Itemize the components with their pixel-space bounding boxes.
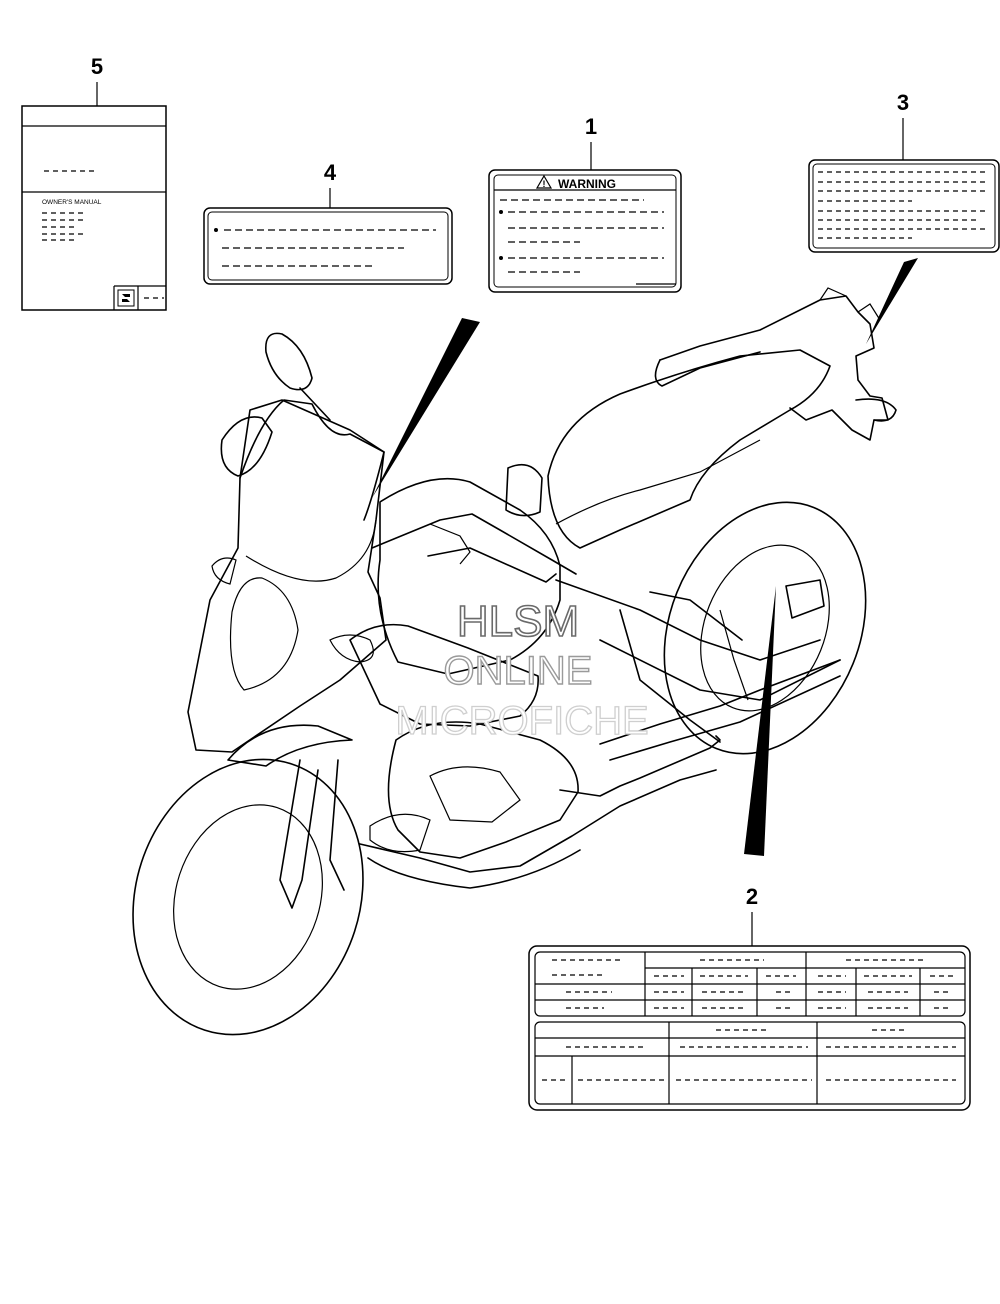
watermark-line-2: ONLINE xyxy=(444,649,593,693)
part-3-label[interactable]: 3 xyxy=(808,90,1000,253)
warning-title: WARNING xyxy=(558,177,616,191)
part-1-warning-label[interactable]: 1 ! WARNING xyxy=(488,114,682,293)
pointer-wedge-2 xyxy=(744,586,776,856)
callout-1: 1 xyxy=(585,114,597,139)
suzuki-s-logo-icon xyxy=(117,289,135,307)
watermark: HLSM ONLINE MICROFICHE xyxy=(395,596,650,743)
callout-4: 4 xyxy=(324,160,337,185)
pointer-wedge-3 xyxy=(866,258,918,344)
warning-triangle-icon: ! xyxy=(535,174,553,189)
svg-text:!: ! xyxy=(543,179,546,189)
watermark-line-1: HLSM xyxy=(457,597,579,646)
pointer-wedge-4 xyxy=(372,318,480,498)
callout-5: 5 xyxy=(91,54,103,79)
callout-3: 3 xyxy=(897,90,909,115)
part-2-table-label[interactable]: 2 xyxy=(528,884,971,1111)
callout-2: 2 xyxy=(746,884,758,909)
part-5-owners-manual[interactable]: 5 OWNER'S MANUAL xyxy=(21,54,167,311)
motorcycle-outline xyxy=(132,287,897,1036)
manual-title: OWNER'S MANUAL xyxy=(42,199,102,206)
watermark-line-3: MICROFICHE xyxy=(395,699,648,743)
part-4-label[interactable]: 4 xyxy=(203,160,453,285)
